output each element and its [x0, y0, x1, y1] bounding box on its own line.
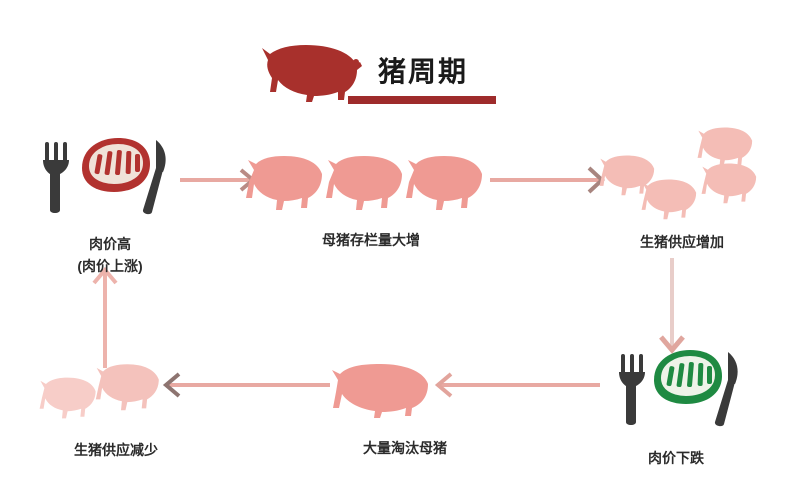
node-price-high[interactable]: 肉价高 (肉价上涨) [30, 124, 190, 277]
node-label-price-down: 肉价下跌 [596, 447, 756, 469]
node-label-main: 母猪存栏量大增 [322, 232, 420, 248]
node-label-sow-stock: 母猪存栏量大增 [246, 229, 496, 251]
node-label-cull-sows: 大量淘汰母猪 [330, 437, 480, 459]
node-label-main: 生猪供应增加 [640, 234, 724, 250]
node-label-supply-up: 生猪供应增加 [592, 231, 772, 253]
two-pigs-faded-icon [36, 358, 196, 425]
node-label-sub: (肉价上涨) [77, 258, 143, 274]
node-price-down[interactable]: 肉价下跌 [596, 336, 756, 469]
title-block: 猪周期 [250, 40, 520, 120]
node-label-main: 大量淘汰母猪 [363, 440, 447, 456]
arrow-up-icon [92, 266, 118, 368]
title-underline [348, 96, 496, 104]
arrow-left-icon [434, 372, 600, 398]
page-title: 猪周期 [378, 56, 469, 87]
steak-red-with-cutlery-icon [30, 124, 190, 229]
node-label-main: 生猪供应减少 [74, 442, 158, 458]
single-pig-icon [330, 358, 480, 423]
node-label-main: 肉价下跌 [648, 450, 704, 466]
arrow-down-icon [659, 258, 685, 354]
node-cull-sows[interactable]: 大量淘汰母猪 [330, 358, 480, 459]
arrow-right-icon [180, 168, 257, 192]
node-label-supply-down: 生猪供应减少 [36, 439, 196, 461]
node-supply-down[interactable]: 生猪供应减少 [36, 358, 196, 461]
three-pigs-icon [246, 148, 496, 223]
four-pigs-scattered-icon [592, 122, 772, 227]
node-label-price-high: 肉价高 (肉价上涨) [30, 233, 190, 277]
node-sow-stock[interactable]: 母猪存栏量大增 [246, 148, 496, 251]
pig-silhouette-icon [250, 40, 370, 107]
arrow-left-icon [162, 372, 330, 398]
node-supply-up[interactable]: 生猪供应增加 [592, 122, 772, 253]
steak-green-with-cutlery-icon [596, 336, 756, 441]
arrow-right-icon [490, 166, 605, 194]
node-label-main: 肉价高 [89, 236, 131, 252]
